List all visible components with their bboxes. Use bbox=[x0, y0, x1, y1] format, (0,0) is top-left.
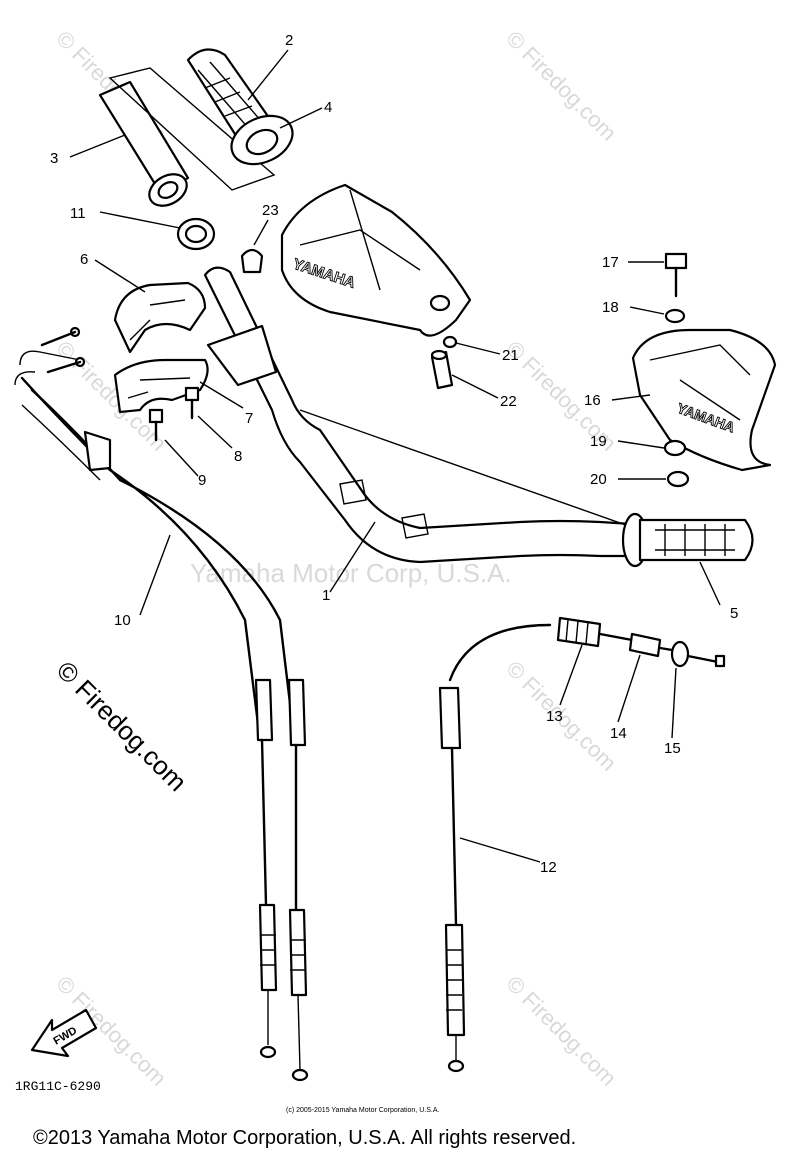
part-throttle-housing-upper bbox=[113, 281, 207, 354]
part-screw-8 bbox=[184, 386, 200, 420]
callout-3: 3 bbox=[50, 150, 58, 167]
diagram-code: 1RG11C-6290 bbox=[15, 1079, 101, 1094]
callout-23: 23 bbox=[262, 202, 279, 219]
watermark-firedog-large: © Firedog.com bbox=[51, 655, 193, 797]
part-adjuster-13 bbox=[556, 616, 634, 648]
callout-4: 4 bbox=[324, 99, 332, 116]
callout-6: 6 bbox=[80, 251, 88, 268]
callout-12: 12 bbox=[540, 859, 557, 876]
fwd-arrow-icon: FWD bbox=[30, 1008, 98, 1058]
part-left-grip bbox=[186, 48, 294, 166]
watermark-top-right: © Firedog.com bbox=[501, 26, 621, 146]
part-right-grip bbox=[621, 512, 754, 568]
part-clutch-cable bbox=[438, 623, 552, 1073]
part-hand-guard-left: YAMAHA bbox=[280, 183, 472, 337]
part-throttle-housing-lower bbox=[113, 358, 209, 414]
callout-1: 1 bbox=[322, 587, 330, 604]
callouts: 1 2 3 4 5 6 7 8 9 10 11 12 13 14 15 16 1… bbox=[50, 32, 738, 876]
callout-10: 10 bbox=[114, 612, 131, 629]
callout-2: 2 bbox=[285, 32, 293, 49]
callout-18: 18 bbox=[602, 299, 619, 316]
callout-5: 5 bbox=[730, 605, 738, 622]
watermark-center: Yamaha Motor Corp, U.S.A. bbox=[190, 558, 512, 588]
part-locknut-15 bbox=[670, 640, 726, 668]
part-bolt-17 bbox=[664, 252, 688, 298]
callout-16: 16 bbox=[584, 392, 601, 409]
watermarks: © Firedog.com © Firedog.com © Firedog.co… bbox=[51, 26, 621, 1091]
part-throttle-cables bbox=[14, 326, 309, 1082]
callout-13: 13 bbox=[546, 708, 563, 725]
callout-19: 19 bbox=[590, 433, 607, 450]
small-copyright: (c) 2005-2015 Yamaha Motor Corporation, … bbox=[286, 1107, 439, 1114]
callout-8: 8 bbox=[234, 448, 242, 465]
part-sleeve-22 bbox=[430, 349, 454, 390]
callout-9: 9 bbox=[198, 472, 206, 489]
leader-lines bbox=[69, 49, 721, 863]
callout-21: 21 bbox=[502, 347, 519, 364]
callout-17: 17 bbox=[602, 254, 619, 271]
part-throttle-grip bbox=[98, 67, 276, 207]
part-screw-9 bbox=[148, 408, 164, 442]
footer-copyright: ©2013 Yamaha Motor Corporation, U.S.A. A… bbox=[33, 1127, 576, 1149]
part-hand-guard-right: YAMAHA bbox=[631, 328, 777, 472]
part-washer-18 bbox=[664, 308, 686, 324]
part-nut-21 bbox=[442, 335, 458, 349]
callout-7: 7 bbox=[245, 410, 253, 427]
part-collar bbox=[176, 217, 216, 251]
watermark-bottom-right: © Firedog.com bbox=[501, 971, 621, 1091]
part-nut-20 bbox=[666, 470, 690, 488]
callout-20: 20 bbox=[590, 471, 607, 488]
part-handlebar bbox=[203, 266, 641, 564]
callout-14: 14 bbox=[610, 725, 627, 742]
part-cap bbox=[240, 248, 264, 274]
callout-11: 11 bbox=[70, 205, 86, 222]
part-adjuster-14 bbox=[628, 632, 674, 658]
part-washer-19 bbox=[663, 439, 687, 457]
callout-22: 22 bbox=[500, 393, 517, 410]
callout-15: 15 bbox=[664, 740, 681, 757]
